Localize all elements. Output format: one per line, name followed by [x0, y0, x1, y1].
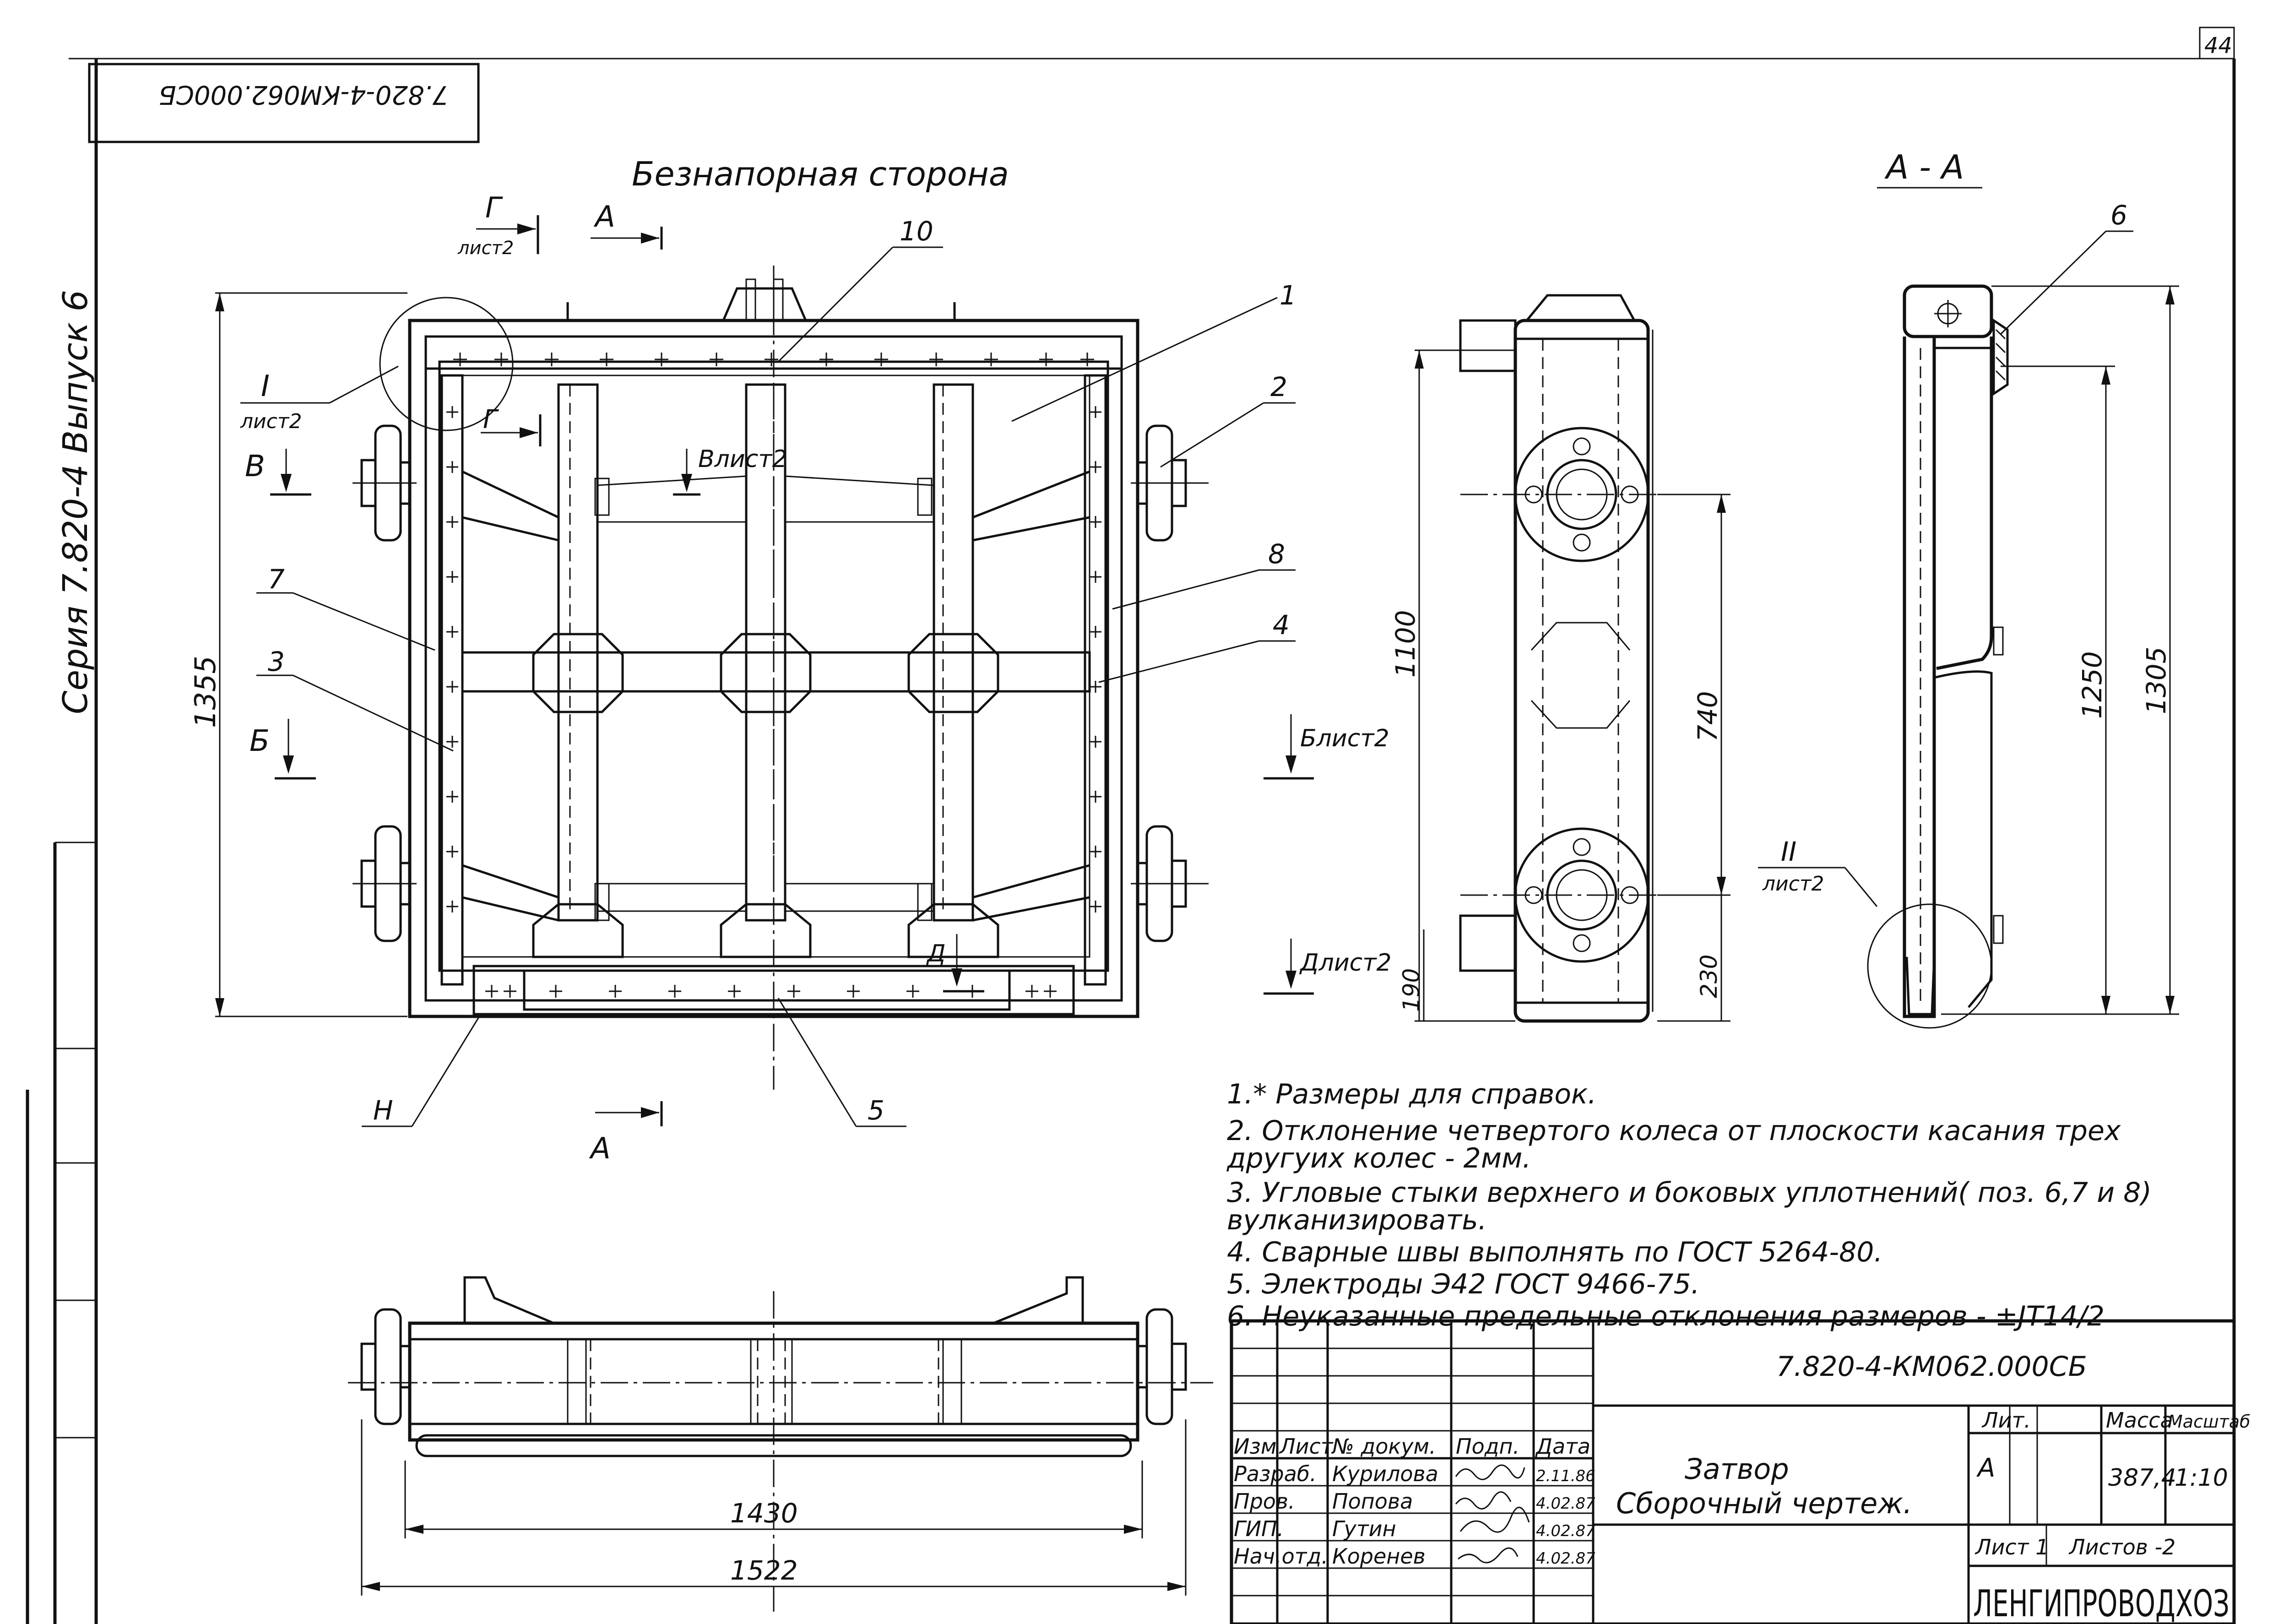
- date-2: 4.02.87: [1536, 1522, 1595, 1540]
- date-1: 4.02.87: [1536, 1494, 1595, 1513]
- role-2: ГИП.: [1234, 1516, 1284, 1541]
- dim-230: 230: [1696, 955, 1722, 998]
- svg-text:Г: Г: [483, 405, 499, 435]
- node-ii: II: [1781, 836, 1796, 867]
- mass-value: 387,4: [2108, 1464, 2176, 1492]
- tb-title-1: Затвор: [1685, 1452, 1789, 1486]
- scale-value: 1:10: [2175, 1464, 2228, 1492]
- binding-strip: [26, 842, 96, 1624]
- main-view-title: Безнапорная сторона: [632, 155, 1009, 193]
- cut-d-main: Д: [926, 934, 984, 993]
- cut-b-sheet: Блист2: [1300, 725, 1389, 752]
- callout-8: 8: [1268, 538, 1285, 570]
- note-3: 3. Угловые стыки верхнего и боковых упло…: [1227, 1177, 2152, 1209]
- dim-190: 190: [1398, 968, 1425, 1012]
- cut-a-top: А: [591, 200, 663, 250]
- main-view: Безнапорная сторона: [189, 155, 1296, 1166]
- sheet-number: 44: [2204, 33, 2232, 59]
- dim-1355: 1355: [189, 656, 222, 728]
- name-0: Курилова: [1332, 1461, 1438, 1486]
- note-5: 5. Электроды Э42 ГОСТ 9466-75.: [1227, 1268, 1700, 1300]
- scale-header: Масштаб: [2168, 1412, 2251, 1432]
- col-list: Лист: [1279, 1434, 1334, 1459]
- side-view: 1100 190 740 230 Блист2 Длист2: [1264, 294, 1730, 1023]
- lit-header: Лит.: [1981, 1408, 2031, 1433]
- cut-v: В Влист2: [245, 445, 787, 496]
- cut-b-left: Б: [250, 719, 316, 780]
- svg-text:Д: Д: [926, 940, 946, 967]
- svg-text:Влист2: Влист2: [698, 445, 787, 473]
- role-3: Нач.отд.: [1234, 1544, 1328, 1569]
- col-doc: № докум.: [1331, 1434, 1436, 1459]
- callout-4: 4: [1273, 609, 1290, 641]
- sheets-label: Листов -2: [2068, 1535, 2175, 1559]
- top-bolts: [453, 353, 1094, 366]
- general-notes: 1.* Размеры для справок. 2. Отклонение ч…: [1226, 1078, 2152, 1332]
- tb-doc-code: 7.820-4-КМ062.000СБ: [1776, 1351, 2087, 1383]
- org-name: ЛЕНГИПРОВОДХОЗ: [1973, 1582, 2229, 1624]
- svg-text:Б: Б: [250, 724, 270, 758]
- dim-740: 740: [1692, 691, 1723, 742]
- name-1: Попова: [1332, 1489, 1413, 1514]
- sheet-label: Лист 1: [1974, 1535, 2049, 1559]
- plan-view: 1430 1522: [348, 1276, 1213, 1612]
- node-ii-sheet: лист2: [1762, 872, 1824, 896]
- cut-g: Г лист2 Г: [457, 191, 542, 446]
- date-3: 4.02.87: [1536, 1549, 1595, 1568]
- section-title: А - А: [1884, 148, 1964, 186]
- title-block: Изм Лист № докум. Подп. Дата Разраб. Кур…: [1230, 1319, 2251, 1624]
- date-0: 2.11.86: [1536, 1467, 1595, 1485]
- note-1: 1.* Размеры для справок.: [1227, 1078, 1596, 1110]
- svg-text:А: А: [593, 200, 615, 234]
- dim-1522: 1522: [730, 1555, 798, 1586]
- node-i-callout: I лист2: [240, 365, 399, 433]
- callout-7: 7: [268, 564, 285, 595]
- note-2: 2. Отклонение четвертого колеса от плоск…: [1227, 1115, 2121, 1147]
- col-sign: Подп.: [1456, 1434, 1519, 1459]
- name-3: Коренев: [1332, 1544, 1426, 1569]
- mass-header: Масса: [2106, 1408, 2173, 1433]
- rotated-code: 7.820-4-КМ062.000СБ: [158, 80, 449, 109]
- callout-2: 2: [1270, 371, 1287, 402]
- callout-10: 10: [900, 216, 933, 247]
- dim-1100: 1100: [1390, 610, 1421, 678]
- svg-text:I: I: [261, 369, 270, 403]
- col-izm: Изм: [1234, 1434, 1277, 1459]
- name-2: Гутин: [1332, 1516, 1396, 1541]
- svg-text:лист2: лист2: [240, 410, 302, 433]
- svg-text:Г: Г: [485, 191, 503, 224]
- note-4: 4. Сварные швы выполнять по ГОСТ 5264-80…: [1227, 1236, 1883, 1268]
- callout-6: 6: [2110, 200, 2127, 231]
- note-3-cont: вулканизировать.: [1227, 1204, 1487, 1236]
- lit-value: А: [1976, 1453, 1995, 1483]
- callout-3: 3: [268, 646, 285, 677]
- cut-d-sheet: Длист2: [1299, 949, 1392, 977]
- signatures: [1455, 1464, 1530, 1564]
- section-a-a: А - А 6 II лист2 1250 130: [1758, 148, 2179, 1029]
- dim-1250: 1250: [2077, 651, 2108, 719]
- note-2-cont: другуих колес - 2мм.: [1226, 1142, 1531, 1174]
- callout-n: Н: [373, 1095, 393, 1126]
- role-0: Разраб.: [1234, 1461, 1317, 1486]
- tb-title-2: Сборочный чертеж.: [1616, 1487, 1912, 1520]
- rotated-code-box: 7.820-4-КМ062.000СБ: [88, 63, 480, 143]
- wheel-right-top: [1131, 424, 1209, 542]
- note-6: 6. Неуказанные предельные отклонения раз…: [1227, 1300, 2105, 1332]
- svg-text:В: В: [245, 450, 265, 483]
- callouts-main: [256, 246, 1296, 1127]
- wheel-right-bottom: [1131, 825, 1209, 942]
- dim-1430: 1430: [730, 1498, 798, 1529]
- callout-1: 1: [1280, 280, 1296, 311]
- svg-text:А: А: [589, 1132, 611, 1166]
- series-label: Серия 7.820-4 Выпуск 6: [56, 290, 95, 714]
- col-date: Дата: [1535, 1434, 1590, 1459]
- cut-a-bottom: А: [589, 1101, 663, 1166]
- svg-text:лист2: лист2: [457, 238, 514, 259]
- callout-5: 5: [868, 1095, 884, 1126]
- dim-1305: 1305: [2141, 646, 2172, 714]
- role-1: Пров.: [1234, 1489, 1295, 1514]
- wheel-left-bottom: [353, 825, 417, 942]
- wheel-left-top: [353, 424, 417, 542]
